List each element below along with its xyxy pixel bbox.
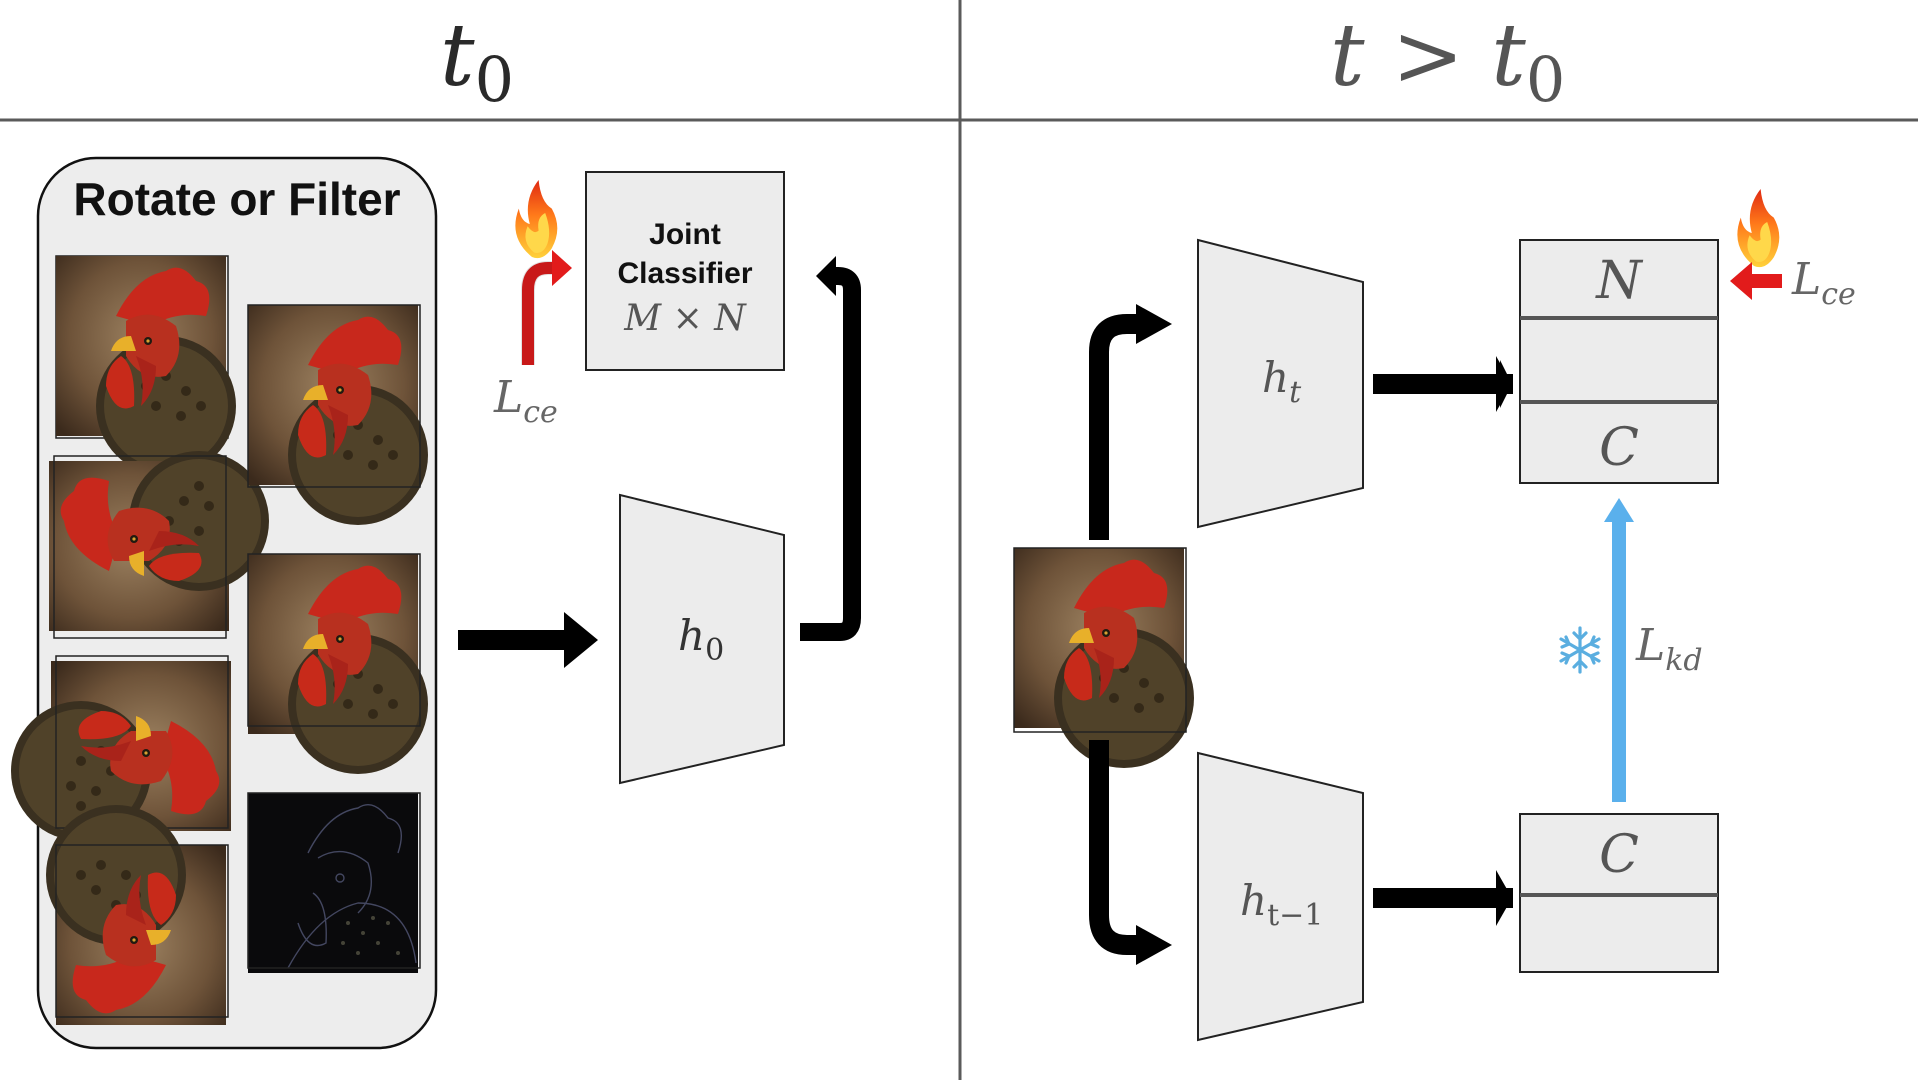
head-previous: C	[1519, 813, 1719, 973]
joint-classifier-line1: Joint	[649, 218, 721, 251]
branch-arrow-down	[1089, 740, 1172, 965]
left-stage-title: t0	[440, 6, 514, 116]
augmented-image	[55, 255, 236, 476]
fire-icon	[1737, 189, 1780, 268]
encoder-ht-label: ht	[1262, 353, 1302, 410]
encoder-h0: h0	[619, 493, 785, 785]
ht-to-head-arrow	[1373, 356, 1513, 412]
head-current-old-classes: C	[1599, 418, 1639, 478]
encoder-h0-label: h0	[678, 611, 724, 668]
fire-icon	[515, 180, 558, 259]
kd-arrow	[1604, 498, 1634, 802]
loss-ce-left: Lce	[493, 372, 558, 430]
head-previous-old-classes: C	[1599, 825, 1639, 885]
augmented-image	[46, 805, 229, 1025]
snowflake-icon	[1559, 626, 1601, 674]
augmented-image-filtered	[247, 792, 421, 974]
augmented-image	[247, 553, 428, 774]
input-arrow	[458, 612, 598, 668]
loss-arrow-left	[521, 250, 572, 365]
head-current: N C	[1519, 239, 1719, 484]
augmented-image	[49, 451, 269, 639]
encoder-ht-minus-1: ht−1	[1197, 751, 1364, 1042]
right-stage-title: t > t0	[1330, 6, 1565, 116]
augmentation-panel: Rotate or Filter	[11, 156, 438, 1050]
loss-arrow-right	[1730, 262, 1782, 300]
joint-classifier-line2: Classifier	[617, 257, 752, 290]
augmentation-label: Rotate or Filter	[73, 173, 400, 225]
loss-ce-right: Lce	[1791, 254, 1856, 312]
ht-minus-1-to-head-arrow	[1373, 870, 1513, 926]
encoder-ht: ht	[1197, 238, 1364, 529]
right-stage-subscript: 0	[1526, 43, 1565, 116]
encoder-ht-minus-1-label: ht−1	[1240, 876, 1323, 933]
input-image	[1013, 547, 1194, 768]
augmented-image	[247, 304, 428, 525]
header: t0 t > t0	[440, 6, 1565, 116]
h0-to-classifier-arrow	[800, 256, 861, 641]
joint-classifier: Joint Classifier M × N	[585, 171, 785, 371]
head-current-new-classes: N	[1594, 251, 1643, 311]
loss-kd: Lkd	[1635, 620, 1703, 678]
joint-classifier-size: M × N	[623, 298, 747, 339]
branch-arrow-up	[1089, 304, 1172, 540]
left-stage-subscript: 0	[475, 43, 514, 116]
